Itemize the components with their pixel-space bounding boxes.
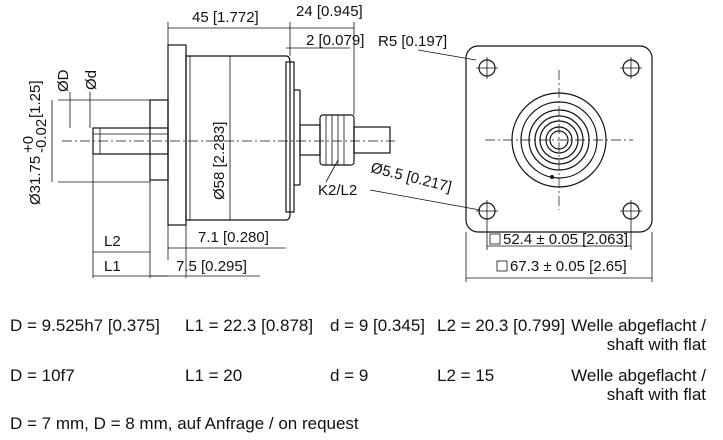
spec-1-D: D = 9.525h7 [0.375] (10, 316, 160, 335)
dim-tol-upper: +0 (20, 136, 37, 153)
rear-cap (285, 61, 295, 213)
dim-2: 2 [0.079] (306, 32, 364, 49)
side-view: 45 [1.772] 24 [0.945] 2 [0.079] Ø31.75 +… (20, 3, 395, 278)
housing (185, 55, 291, 221)
connector-base (299, 124, 321, 156)
dim-L2: L2 (104, 233, 121, 250)
technical-drawing: 45 [1.772] 24 [0.945] 2 [0.079] Ø31.75 +… (20, 3, 653, 282)
spec-1-d: d = 9 [0.345] (330, 316, 425, 335)
dim-dia-d: Ød (83, 70, 100, 90)
dim-dia-31: Ø31.75 (27, 156, 44, 205)
dim-tol-lower: -0.02 (33, 119, 50, 153)
dim-sq-52: 52.4 ± 0.05 [2.063] (503, 231, 628, 248)
dim-7-1: 7.1 [0.280] (198, 229, 269, 246)
dim-45: 45 [1.772] (192, 9, 259, 26)
spec-1-L2: L2 = 20.3 [0.799] (437, 316, 566, 335)
spec-2-note-line1: Welle abgeflacht / (571, 366, 706, 385)
dim-dia-D: ØD (55, 69, 72, 92)
dim-sq-67: 67.3 ± 0.05 [2.65] (510, 258, 627, 275)
dim-dia-58: Ø58 [2.283] (211, 122, 228, 200)
spec-2-note: Welle abgeflacht / shaft with flat (571, 366, 706, 404)
spec-2-D: D = 10f7 (10, 366, 75, 385)
spec-1-note-line2: shaft with flat (606, 335, 706, 354)
dim-7-5: 7.5 [0.295] (176, 258, 247, 275)
label-connector: K2/L2 (318, 182, 357, 199)
spec-1-note: Welle abgeflacht / shaft with flat (571, 316, 706, 354)
connector-nut (319, 114, 355, 166)
clamping-hub (149, 99, 169, 181)
flange-square (465, 45, 653, 233)
connector-plug (353, 126, 391, 154)
spec-2-L2: L2 = 15 (437, 366, 495, 385)
front-view: R5 [0.197] Ø5.5 [0.217] 52.4 ± 0.05 [2.0… (369, 33, 653, 282)
spec-2-L1: L1 = 20 (185, 366, 243, 385)
dim-24: 24 [0.945] (296, 3, 363, 20)
spec-1-note-line1: Welle abgeflacht / (571, 316, 706, 335)
spec-2-note-line2: shaft with flat (606, 385, 706, 404)
dim-hole: Ø5.5 [0.217] (369, 159, 453, 195)
spec-2-d: d = 9 (330, 366, 369, 385)
spec-1-L1: L1 = 22.3 [0.878] (185, 316, 314, 335)
flange (167, 44, 187, 226)
dim-L1: L1 (104, 258, 121, 275)
dim-radius: R5 [0.197] (378, 33, 447, 50)
dim-dia-31-in: [1.25] (27, 80, 44, 118)
footer-note: D = 7 mm, D = 8 mm, auf Anfrage / on req… (10, 414, 359, 433)
